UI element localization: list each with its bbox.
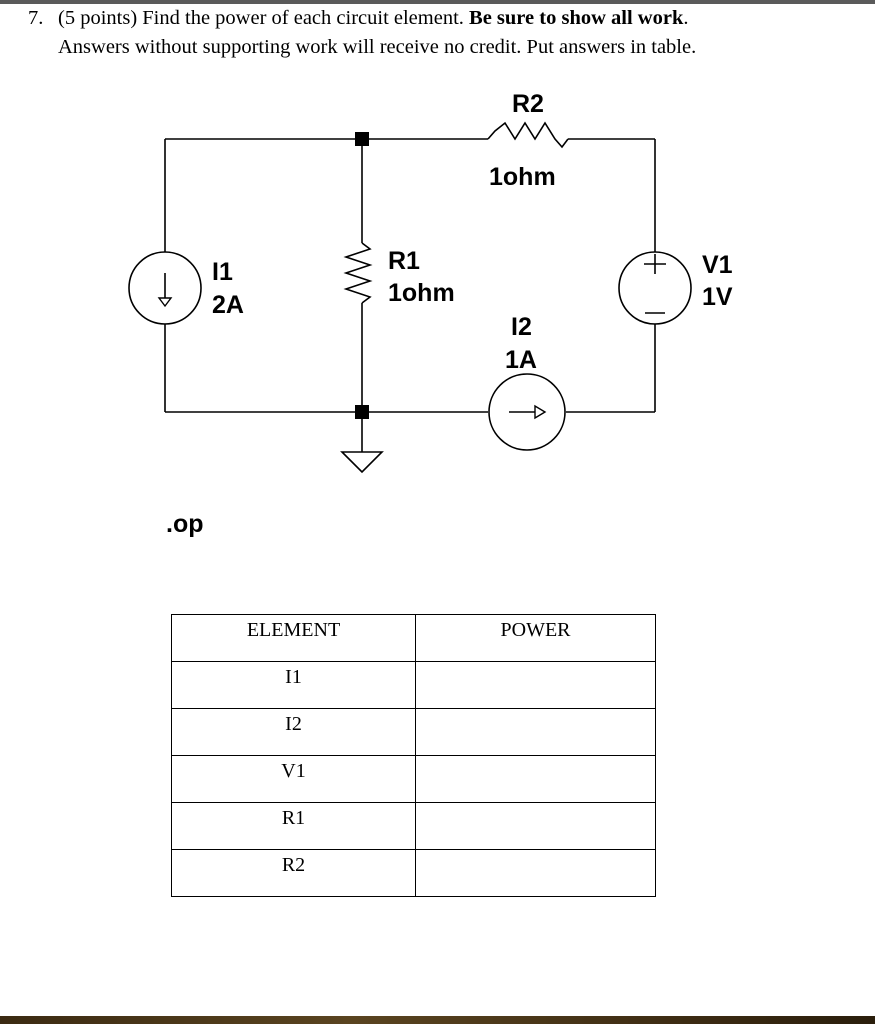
- answer-table: ELEMENT POWER I1 I2 V1 R1 R2: [171, 614, 656, 897]
- header-element: ELEMENT: [171, 614, 416, 662]
- question-prompt: Find the power of each circuit element.: [142, 7, 464, 29]
- bottom-border: [0, 1016, 875, 1024]
- resistor-r1-icon: [343, 242, 373, 304]
- question-emphasis: Be sure to show all work: [469, 7, 684, 29]
- table-row: R2: [171, 849, 656, 897]
- node-top: [355, 132, 369, 146]
- r1-value-label: 1ohm: [388, 279, 455, 307]
- power-cell[interactable]: [415, 708, 656, 756]
- question-number: 7.: [28, 7, 44, 29]
- header-power: POWER: [415, 614, 656, 662]
- voltage-source-v1-icon: [618, 251, 692, 325]
- v1-name-label: V1: [702, 251, 733, 279]
- circuit-schematic: R2 1ohm R1 1ohm I1 2A I2 1A V1 1V .op: [128, 90, 733, 538]
- table-row: V1: [171, 755, 656, 803]
- element-cell: R2: [171, 849, 416, 897]
- current-source-i2-icon: [488, 373, 566, 451]
- power-cell[interactable]: [415, 755, 656, 803]
- current-source-i1-icon: [128, 251, 202, 325]
- ground-icon: [340, 451, 384, 474]
- table-row: R1: [171, 802, 656, 850]
- i1-name-label: I1: [212, 258, 233, 286]
- table-row: I1: [171, 661, 656, 709]
- top-rule: [0, 0, 875, 4]
- question-text: 7. (5 points) Find the power of each circ…: [28, 4, 868, 62]
- power-cell[interactable]: [415, 802, 656, 850]
- table-row: I2: [171, 708, 656, 756]
- r2-value-label: 1ohm: [489, 163, 556, 191]
- element-cell: I1: [171, 661, 416, 709]
- power-cell[interactable]: [415, 661, 656, 709]
- v1-value-label: 1V: [702, 283, 733, 311]
- question-line-1: 7. (5 points) Find the power of each circ…: [28, 4, 868, 33]
- r2-name-label: R2: [512, 90, 544, 118]
- question-points: (5 points): [58, 7, 138, 29]
- question-emphasis-end: .: [683, 7, 689, 29]
- i2-name-label: I2: [511, 313, 532, 341]
- node-bottom: [355, 405, 369, 419]
- element-cell: I2: [171, 708, 416, 756]
- i1-value-label: 2A: [212, 291, 244, 319]
- element-cell: R1: [171, 802, 416, 850]
- i2-value-label: 1A: [505, 346, 537, 374]
- resistor-r2-icon: [487, 121, 569, 149]
- table-header-row: ELEMENT POWER: [171, 614, 656, 662]
- power-cell[interactable]: [415, 849, 656, 897]
- r1-name-label: R1: [388, 247, 420, 275]
- question-line-2: Answers without supporting work will rec…: [58, 36, 697, 58]
- element-cell: V1: [171, 755, 416, 803]
- op-directive: .op: [166, 510, 204, 538]
